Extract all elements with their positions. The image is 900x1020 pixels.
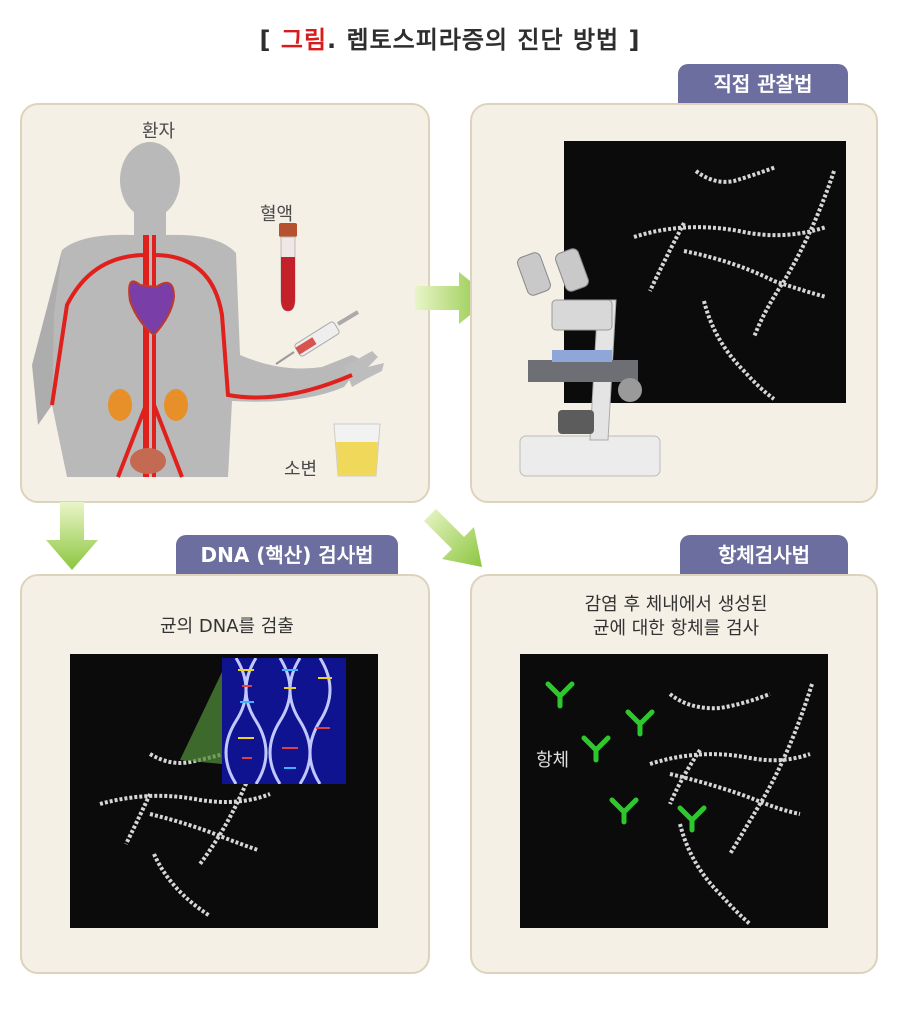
dna-helix-inset [222, 658, 346, 784]
title-open: [ [259, 26, 281, 54]
antibody-caption-line2: 균에 대한 항체를 검사 [592, 618, 760, 639]
antibody-caption-line1: 감염 후 체내에서 생성된 [584, 594, 768, 615]
figure-title: [ 그림. 렙토스피라증의 진단 방법 ] [0, 20, 900, 55]
syringe-icon [275, 310, 360, 365]
dna-caption: 균의 DNA를 검출 [160, 616, 294, 637]
dna-test-panel: 균의 DNA를 검출 [20, 574, 430, 974]
antibody-test-panel: 감염 후 체내에서 생성된 균에 대한 항체를 검사 항체 [470, 574, 878, 974]
microscope-icon [517, 248, 661, 477]
tab-dna-test: DNA (핵산) 검사법 [176, 535, 398, 575]
direct-observation-panel [470, 103, 878, 503]
title-rest: . 렙토스피라증의 진단 방법 ] [327, 26, 641, 54]
patient-label: 환자 [142, 121, 176, 142]
blood-label: 혈액 [260, 204, 294, 225]
arrow-diagonal-icon [424, 509, 482, 567]
tab-direct-observation: 직접 관찰법 [678, 64, 848, 104]
arrow-down-icon [46, 502, 98, 570]
antibody-label: 항체 [536, 750, 570, 771]
tab-antibody-test: 항체검사법 [680, 535, 848, 575]
urine-label: 소변 [284, 459, 318, 480]
human-body-illustration [32, 142, 384, 478]
dna-bacteria-image [70, 654, 378, 928]
blood-tube-icon [279, 223, 297, 312]
title-highlight: 그림 [280, 26, 328, 54]
urine-cup-icon [333, 423, 381, 477]
antibody-bacteria-image: 항체 [520, 654, 828, 928]
patient-panel: 환자 혈액 소변 [20, 103, 430, 503]
